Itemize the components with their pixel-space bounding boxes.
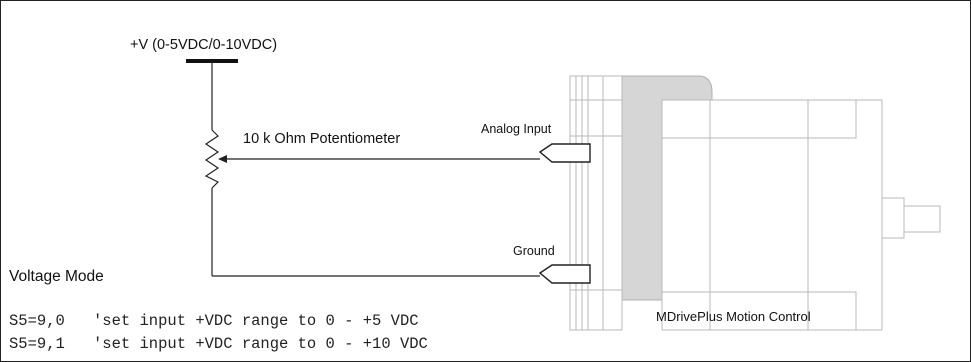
code-command: S5=9,1 [9,335,65,353]
analog-input-label: Analog Input [481,122,552,136]
ground-label: Ground [513,244,555,258]
code-command: S5=9,0 [9,312,65,330]
motor-shaft [881,197,905,239]
motor-body [661,99,883,331]
code-line-1: S5=9,0 'set input +VDC range to 0 - +5 VD… [9,312,419,330]
potentiometer-label: 10 k Ohm Potentiometer [243,131,400,147]
motor-flange [569,75,623,331]
code-comment: 'set input +VDC range to 0 - +5 VDC [93,312,419,330]
mdriveplus-motor [569,75,941,331]
ground-connector [538,264,591,284]
code-line-2: S5=9,1 'set input +VDC range to 0 - +10 V… [9,335,428,353]
device-label: MDrivePlus Motion Control [656,309,811,324]
resistor-icon [204,129,220,189]
motor-side-plate [621,75,713,301]
wiper-arrow-icon [218,155,227,163]
supply-label: +V (0-5VDC/0-10VDC) [130,37,277,53]
mode-title: Voltage Mode [9,268,104,285]
analog-input-connector [538,143,591,163]
code-comment: 'set input +VDC range to 0 - +10 VDC [93,335,428,353]
